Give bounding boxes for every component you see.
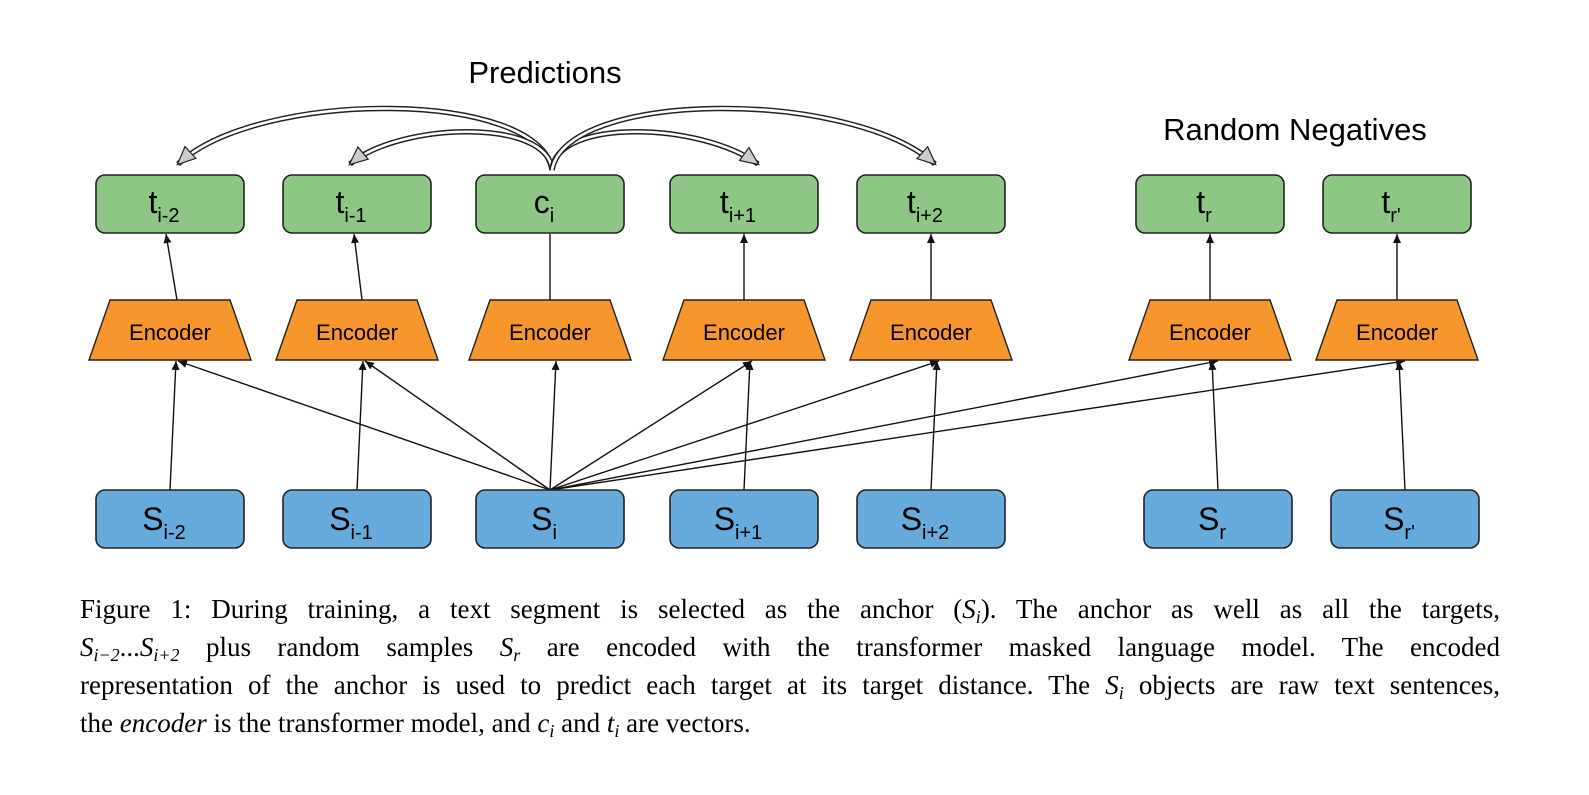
input-label-iminus1: Si-1 <box>329 501 373 544</box>
input-box-rprime <box>1330 489 1480 549</box>
encoder-iminus2 <box>88 299 252 361</box>
encoder-output-arrow-iminus2 <box>163 233 178 301</box>
anchor-arrow-iplus2 <box>549 360 940 491</box>
encoder-label-iminus2: Encoder <box>129 320 211 345</box>
target-label-iminus2: ti-2 <box>148 184 179 227</box>
anchor-arrow-iminus2 <box>177 360 551 491</box>
input-box-iplus1 <box>669 489 819 549</box>
caption-math: Si <box>962 594 981 627</box>
input-label-iplus2: Si+2 <box>901 501 950 544</box>
anchor-arrow-r <box>549 358 1219 491</box>
prediction-arc-i-minus-2 <box>176 107 554 171</box>
input-arrow-iplus2 <box>930 360 941 491</box>
caption-math: Si+2 <box>139 632 180 665</box>
input-box-iplus2 <box>856 489 1006 549</box>
prediction-arc-i-minus-1 <box>348 130 554 171</box>
input-arrow-iplus1 <box>743 360 754 491</box>
caption-line-4: the encoder is the transformer model, an… <box>80 708 751 741</box>
encoder-output-arrows <box>163 233 1401 301</box>
encoder-output-arrow-iminus1 <box>351 233 363 301</box>
input-label-iminus2: Si-2 <box>142 501 186 544</box>
input-label-rprime: Sr' <box>1383 501 1415 544</box>
caption-emphasis: encoder <box>119 708 207 738</box>
input-label-iplus1: Si+1 <box>714 501 763 544</box>
target-box-i <box>475 174 625 234</box>
input-arrow-i <box>549 360 560 491</box>
figure-caption: Figure 1: During training, a text segmen… <box>80 590 1500 742</box>
target-label-r: tr <box>1196 184 1212 227</box>
target-box-r <box>1135 174 1285 234</box>
encoder-i <box>468 299 632 361</box>
encoder-rprime <box>1315 299 1479 361</box>
prediction-arcs <box>176 105 937 171</box>
prediction-arc-outline-i-minus-2 <box>176 105 555 171</box>
target-box-iplus1 <box>669 174 819 234</box>
encoder-label-rprime: Encoder <box>1356 320 1438 345</box>
caption-math: ti <box>606 708 620 741</box>
prediction-arc-outline-i-minus-1 <box>348 129 555 171</box>
encoder-iplus2 <box>849 299 1013 361</box>
encoder-r <box>1128 299 1292 361</box>
target-label-iplus1: ti+1 <box>720 184 756 227</box>
target-label-i: ci <box>534 184 554 227</box>
caption-line-2: Si−2...Si+2 plus random samples Sr are e… <box>80 632 1500 665</box>
input-to-encoder-arrows <box>169 360 1406 491</box>
encoder-label-i: Encoder <box>509 320 591 345</box>
caption-math: Sr <box>499 632 521 665</box>
encoder-label-iplus2: Encoder <box>890 320 972 345</box>
predictions-heading: Predictions <box>468 55 621 90</box>
encoder-label-r: Encoder <box>1169 320 1251 345</box>
input-box-i <box>475 489 625 549</box>
target-label-rprime: tr' <box>1381 184 1400 227</box>
input-box-r <box>1143 489 1293 549</box>
input-arrow-rprime <box>1395 360 1406 491</box>
encoder-iplus1 <box>662 299 826 361</box>
input-label-r: Sr <box>1198 501 1226 544</box>
caption-line-3: representation of the anchor is used to … <box>80 670 1500 703</box>
caption-math: Si <box>1105 670 1124 703</box>
target-box-iplus2 <box>856 174 1006 234</box>
target-box-rprime <box>1322 174 1472 234</box>
prediction-arc-outline-i-plus-2 <box>549 105 937 171</box>
target-vectors: ti-2 ti-1 ci ti+1 ti+2 tr tr' <box>95 174 1472 234</box>
target-label-iminus1: ti-1 <box>335 184 366 227</box>
encoders: Encoder Encoder Encoder Encoder Encoder Encod… <box>88 299 1479 361</box>
encoder-iminus1 <box>275 299 439 361</box>
target-box-iminus1 <box>282 174 432 234</box>
input-arrow-iminus1 <box>356 360 367 491</box>
random-negatives-heading: Random Negatives <box>1163 112 1427 147</box>
input-label-i: Si <box>531 501 557 544</box>
caption-math: ci <box>537 708 555 741</box>
target-box-iminus2 <box>95 174 245 234</box>
input-sentences: Si-2 Si-1 Si Si+1 Si+2 Sr Sr' <box>95 489 1480 549</box>
anchor-arrow-iminus1 <box>364 360 551 491</box>
prediction-arc-i-plus-2 <box>550 107 937 171</box>
encoder-label-iminus1: Encoder <box>316 320 398 345</box>
anchor-arrow-rprime <box>549 358 1406 491</box>
caption-line-1: Figure 1: During training, a text segmen… <box>80 594 1500 627</box>
anchor-fan-arrows <box>177 358 1406 491</box>
input-box-iminus1 <box>282 489 432 549</box>
input-arrow-iminus2 <box>169 360 180 491</box>
input-box-iminus2 <box>95 489 245 549</box>
encoder-label-iplus1: Encoder <box>703 320 785 345</box>
anchor-arrow-iplus1 <box>549 360 753 491</box>
caption-math: Si−2 <box>80 632 120 665</box>
input-arrow-r <box>1208 360 1219 491</box>
target-label-iplus2: ti+2 <box>907 184 943 227</box>
